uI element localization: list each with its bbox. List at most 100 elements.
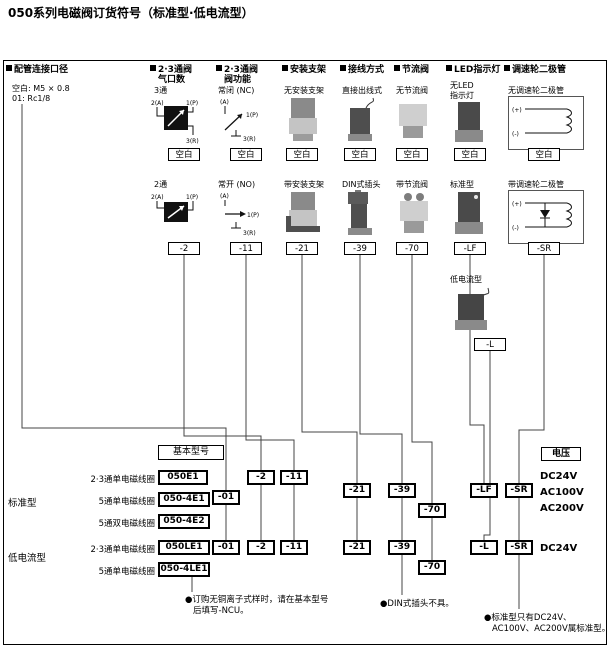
low-code-L: -L	[470, 540, 498, 555]
svg-text:(-): (-)	[512, 225, 519, 232]
with-bracket-photo	[284, 190, 324, 242]
with-diode-circuit: (+) (-)	[508, 190, 584, 244]
section-wiring-header: 接线方式	[340, 62, 384, 75]
svg-text:3(R): 3(R)	[243, 136, 256, 143]
group-low-current-label: 低电流型	[8, 553, 47, 564]
no-throttle-photo	[396, 96, 430, 148]
table-row-label: 2·3通单电磁线圈	[90, 545, 155, 555]
ports-3way-label: 3通	[154, 86, 168, 95]
led-low-code-box: -L	[474, 338, 506, 351]
model-box-050-4LE1: 050-4LE1	[158, 562, 210, 577]
svg-text:3(R): 3(R)	[186, 138, 199, 144]
section-led-header: LED指示灯	[446, 62, 500, 75]
section-throttle-header: 节流阀	[394, 62, 429, 75]
std-voltage-dc24: DC24V	[540, 471, 578, 482]
note-din: ●DIN式插头不具。	[380, 599, 454, 609]
func-no-diagram: (A) 1(P) 3(R)	[216, 190, 266, 242]
group-standard-label: 标准型	[8, 498, 37, 509]
svg-text:(+): (+)	[512, 201, 522, 208]
section-bullet-icon	[446, 65, 452, 71]
std-code-SR: -SR	[505, 483, 533, 498]
ports-blank-box: 空白	[168, 148, 200, 161]
func-blank-box: 空白	[230, 148, 262, 161]
note-voltage-line1: ●标准型只有DC24V、	[484, 613, 572, 623]
wiring-lead-label: 直接出线式	[342, 86, 382, 95]
led-blank-box: 空白	[454, 148, 486, 161]
wiring-blank-box: 空白	[344, 148, 376, 161]
model-box-050-4E1: 050-4E1	[158, 492, 210, 507]
low-code-01: -01	[212, 540, 240, 555]
led-none-label1: 无LED	[450, 81, 474, 90]
std-code-21: -21	[343, 483, 371, 498]
low-code-11: -11	[280, 540, 308, 555]
model-box-050-4E2: 050-4E2	[158, 514, 210, 529]
std-code-LF: -LF	[470, 483, 498, 498]
no-led-photo	[450, 100, 488, 150]
svg-text:1(P): 1(P)	[186, 100, 198, 107]
no-diode-circuit: (+) (-)	[508, 96, 584, 150]
func-no-label: 常开 (NO)	[218, 180, 256, 189]
svg-text:(A): (A)	[220, 193, 229, 200]
table-row-label: 5通单电磁线圈	[98, 567, 155, 577]
throttle-with-label: 带节流阀	[396, 180, 428, 189]
svg-text:(-): (-)	[512, 131, 519, 138]
svg-text:1(P): 1(P)	[246, 112, 258, 119]
valve-2way-diagram: 2(A) 1(P)	[150, 190, 202, 242]
bracket-blank-box: 空白	[286, 148, 318, 161]
table-row-label: 5通双电磁线圈	[98, 519, 155, 529]
section-bullet-icon	[282, 65, 288, 71]
led-low-label: 低电流型	[450, 275, 482, 284]
section-diode-header: 调速轮二极管	[504, 62, 566, 75]
std-code-01: -01	[212, 490, 240, 505]
throttle-blank-box: 空白	[396, 148, 428, 161]
model-box-050E1: 050E1	[158, 470, 208, 485]
with-throttle-photo	[396, 190, 432, 242]
std-voltage-ac100: AC100V	[540, 487, 584, 498]
pipe-option-blank: 空白: M5 × 0.8	[12, 84, 70, 93]
throttle-code-box: -70	[396, 242, 428, 255]
diode-with-label: 带调速轮二极管	[508, 180, 564, 189]
svg-text:(A): (A)	[220, 99, 229, 106]
note-ncu-line2: 后填写-NCU。	[193, 606, 249, 616]
page-title: 050系列电磁阀订货符号（标准型·低电流型）	[8, 6, 254, 20]
svg-text:2(A): 2(A)	[151, 194, 164, 201]
section-func-header2: 阀功能	[224, 75, 252, 85]
led-none-label2: 指示灯	[450, 91, 474, 100]
section-func-header: 2·3通阀	[216, 62, 258, 75]
note-ncu-line1: ●订购无铜离子式样时，请在基本型号	[185, 595, 329, 605]
diode-none-label: 无调速轮二极管	[508, 86, 564, 95]
voltage-header: 电压	[541, 447, 581, 461]
led-standard-photo	[450, 190, 488, 242]
low-code-2: -2	[247, 540, 275, 555]
func-nc-diagram: (A) 1(P) 3(R)	[216, 96, 266, 148]
low-code-39: -39	[388, 540, 416, 555]
svg-text:2(A): 2(A)	[151, 100, 164, 107]
throttle-none-label: 无节流阀	[396, 86, 428, 95]
model-box-050LE1: 050LE1	[158, 540, 210, 555]
diode-blank-box: 空白	[528, 148, 560, 161]
din-plug-photo	[342, 190, 380, 242]
std-voltage-ac200: AC200V	[540, 503, 584, 514]
low-code-70: -70	[418, 560, 446, 575]
low-code-21: -21	[343, 540, 371, 555]
low-code-SR: -SR	[505, 540, 533, 555]
std-code-11: -11	[280, 470, 308, 485]
ports-2way-label: 2通	[154, 180, 168, 189]
func-nc-label: 常闭 (NC)	[218, 86, 255, 95]
bracket-code-box: -21	[286, 242, 318, 255]
func-code-box: -11	[230, 242, 262, 255]
note-voltage-line2: AC100V、AC200V属标准型。	[492, 624, 611, 634]
section-ports-header2: 气口数	[158, 75, 186, 85]
low-voltage-dc24: DC24V	[540, 543, 578, 554]
valve-3way-diagram: 2(A) 1(P) 3(R)	[150, 96, 202, 148]
std-code-2: -2	[247, 470, 275, 485]
lead-wire-photo	[342, 96, 378, 148]
section-bullet-icon	[504, 65, 510, 71]
table-row-label: 5通单电磁线圈	[98, 497, 155, 507]
diode-code-box: -SR	[528, 242, 560, 255]
bracket-with-label: 带安装支架	[284, 180, 324, 189]
pipe-option-01: 01: Rc1/8	[12, 94, 51, 103]
diagram-frame	[3, 60, 607, 645]
section-bracket-header: 安装支架	[282, 62, 326, 75]
